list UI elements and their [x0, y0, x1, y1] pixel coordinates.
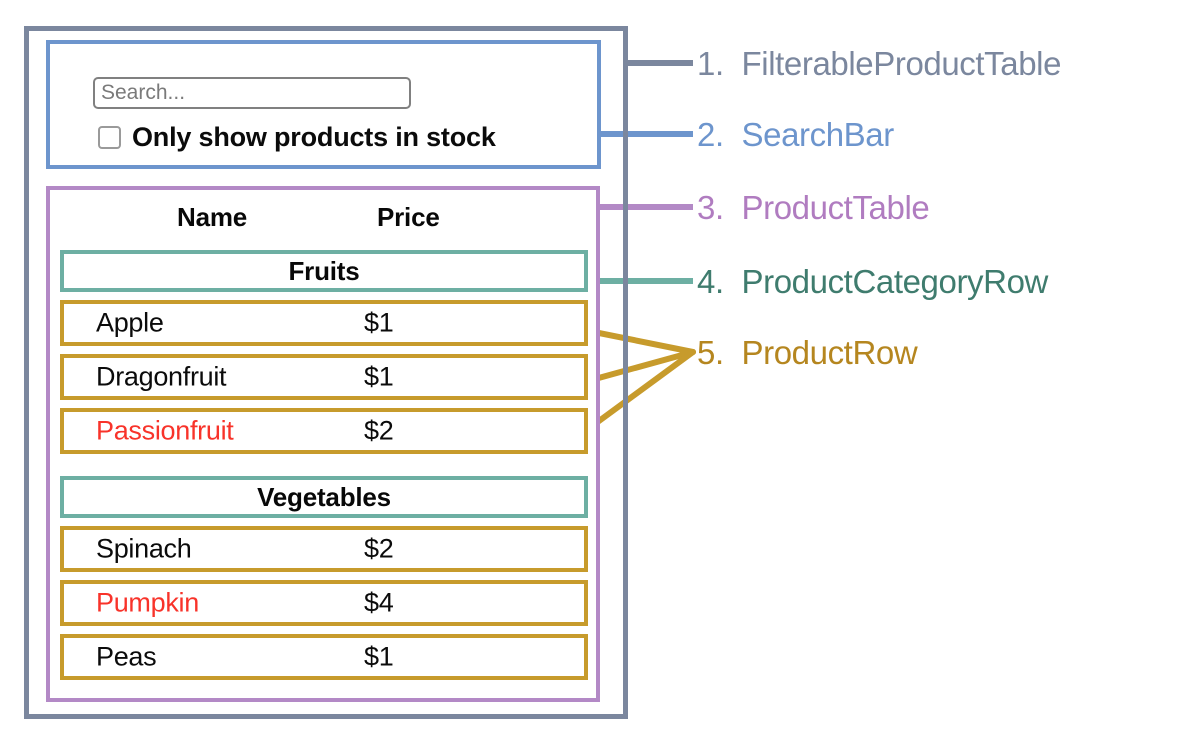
- legend-number: 5.: [697, 334, 724, 371]
- product-row[interactable]: Peas $1: [60, 634, 588, 680]
- product-table-header-row: Name Price: [50, 190, 596, 242]
- legend-number: 4.: [697, 263, 724, 300]
- legend-number: 2.: [697, 116, 724, 153]
- legend-label: ProductRow: [741, 334, 918, 371]
- legend-item-filterable-product-table: 1. FilterableProductTable: [697, 47, 1061, 80]
- product-row[interactable]: Passionfruit $2: [60, 408, 588, 454]
- product-row-price: $1: [364, 307, 394, 338]
- product-row-name: Apple: [96, 307, 164, 338]
- legend-label: ProductTable: [741, 189, 930, 226]
- product-row-name: Pumpkin: [96, 587, 199, 618]
- legend-item-product-table: 3. ProductTable: [697, 189, 930, 226]
- in-stock-checkbox-label: Only show products in stock: [132, 122, 496, 152]
- legend-label: ProductCategoryRow: [741, 263, 1049, 300]
- column-header-name: Name: [177, 202, 248, 232]
- legend-label: FilterableProductTable: [741, 45, 1062, 82]
- legend-item-product-row: 5. ProductRow: [697, 334, 918, 371]
- filterable-product-table-boundary: [24, 26, 628, 719]
- legend-number: 3.: [697, 189, 724, 226]
- legend-number: 1.: [697, 45, 724, 82]
- legend-item-product-category-row: 4. ProductCategoryRow: [697, 265, 1048, 298]
- product-row-price: $2: [364, 533, 394, 564]
- search-input[interactable]: [93, 77, 411, 109]
- legend-item-search-bar: 2. SearchBar: [697, 118, 894, 151]
- product-row-name: Dragonfruit: [96, 361, 227, 392]
- product-category-row-label: Vegetables: [257, 481, 391, 512]
- product-category-row: Vegetables: [60, 476, 588, 518]
- in-stock-filter[interactable]: Only show products in stock: [98, 124, 496, 151]
- product-row[interactable]: Spinach $2: [60, 526, 588, 572]
- product-row[interactable]: Pumpkin $4: [60, 580, 588, 626]
- product-category-row: Fruits: [60, 250, 588, 292]
- product-row-price: $1: [364, 641, 394, 672]
- legend-label: SearchBar: [741, 116, 895, 153]
- product-category-row-label: Fruits: [288, 255, 360, 286]
- column-header-price: Price: [377, 202, 440, 232]
- product-row-price: $4: [364, 587, 394, 618]
- product-row-name: Passionfruit: [96, 415, 234, 446]
- search-bar: Only show products in stock: [46, 40, 601, 169]
- product-row[interactable]: Apple $1: [60, 300, 588, 346]
- in-stock-checkbox[interactable]: [98, 126, 121, 149]
- product-row-name: Spinach: [96, 533, 192, 564]
- product-row-price: $1: [364, 361, 394, 392]
- product-row-name: Peas: [96, 641, 157, 672]
- product-row-price: $2: [364, 415, 394, 446]
- product-row[interactable]: Dragonfruit $1: [60, 354, 588, 400]
- product-table: Name Price Fruits Apple $1 Dragonfruit $…: [46, 186, 600, 702]
